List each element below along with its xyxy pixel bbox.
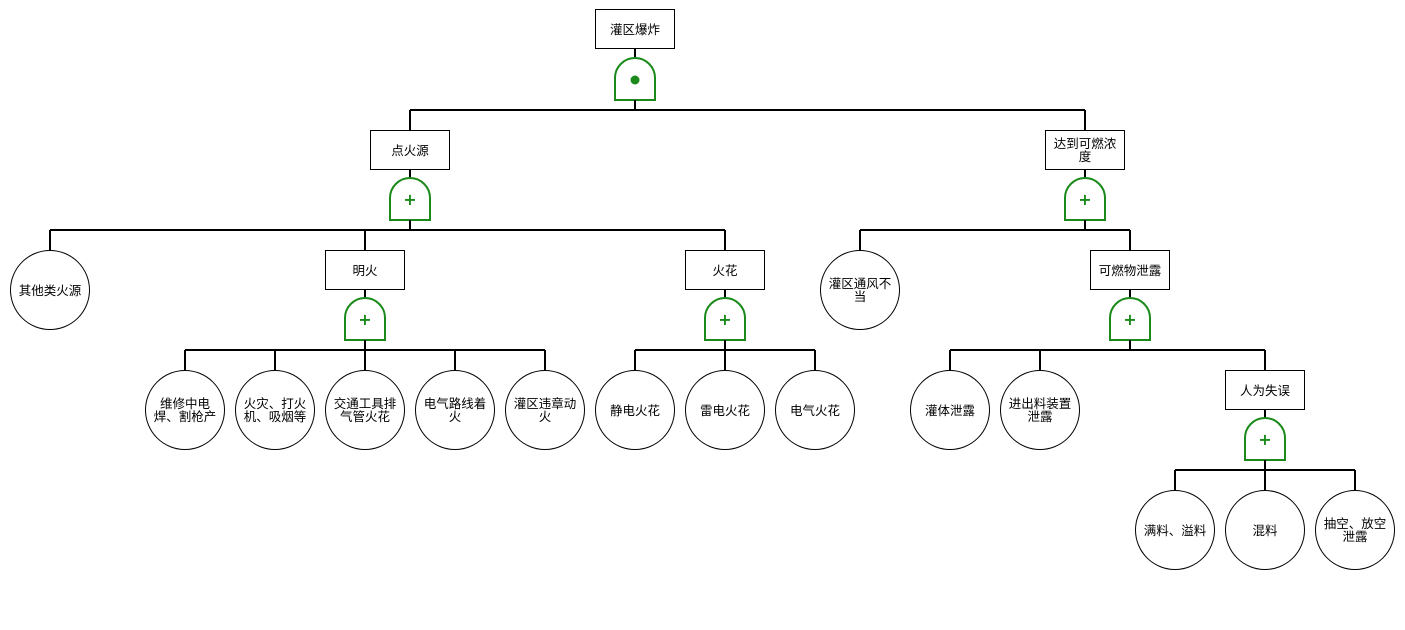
gate-ignition: + — [389, 177, 431, 221]
gate-top — [614, 57, 656, 101]
node-label: 灌区通风不当 — [828, 276, 892, 304]
node-label: 交通工具排气管火花 — [333, 396, 397, 424]
basic-event-inout-leak[interactable]: 进出料装置泄露 — [1000, 370, 1080, 450]
node-label: 人为失误 — [1239, 382, 1290, 398]
node-label: 进出料装置泄露 — [1008, 396, 1072, 424]
node-label: 火灾、打火机、吸烟等 — [243, 396, 307, 424]
gate-leak: + — [1109, 297, 1151, 341]
node-label: 达到可燃浓度 — [1053, 136, 1117, 164]
or-gate-icon — [344, 297, 386, 341]
or-gate-icon — [1064, 177, 1106, 221]
basic-event-mixing[interactable]: 混料 — [1225, 490, 1305, 570]
node-label: 混料 — [1252, 522, 1278, 538]
basic-event-static[interactable]: 静电火花 — [595, 370, 675, 450]
basic-event-overflow[interactable]: 满料、溢料 — [1135, 490, 1215, 570]
or-symbol: + — [1078, 190, 1091, 209]
node-label: 雷电火花 — [699, 402, 750, 418]
event-node-human-error[interactable]: 人为失误 — [1225, 370, 1305, 410]
or-symbol: + — [403, 190, 416, 209]
or-symbol: + — [358, 310, 371, 329]
basic-event-tank-leak[interactable]: 灌体泄露 — [910, 370, 990, 450]
node-label: 灌区爆炸 — [609, 21, 660, 37]
basic-event-welding[interactable]: 维修中电焊、割枪产 — [145, 370, 225, 450]
basic-event-fire-smoking[interactable]: 火灾、打火机、吸烟等 — [235, 370, 315, 450]
event-node-combustible[interactable]: 达到可燃浓度 — [1045, 130, 1125, 170]
basic-event-vehicle[interactable]: 交通工具排气管火花 — [325, 370, 405, 450]
basic-event-other-ignition[interactable]: 其他类火源 — [10, 250, 90, 330]
event-node-ignition[interactable]: 点火源 — [370, 130, 450, 170]
and-symbol — [630, 75, 640, 85]
gate-combustible: + — [1064, 177, 1106, 221]
basic-event-poor-ventilation[interactable]: 灌区通风不当 — [820, 250, 900, 330]
basic-event-vent-leak[interactable]: 抽空、放空泄露 — [1315, 490, 1395, 570]
event-node-open-flame[interactable]: 明火 — [325, 250, 405, 290]
or-symbol: + — [1123, 310, 1136, 329]
node-label: 可燃物泄露 — [1098, 262, 1162, 278]
or-gate-icon — [1244, 417, 1286, 461]
node-label: 电气路线着火 — [423, 396, 487, 424]
basic-event-electric[interactable]: 电气火花 — [775, 370, 855, 450]
gate-spark: + — [704, 297, 746, 341]
node-label: 维修中电焊、割枪产 — [153, 396, 217, 424]
basic-event-violation[interactable]: 灌区违章动火 — [505, 370, 585, 450]
gate-human-error: + — [1244, 417, 1286, 461]
or-gate-icon — [1109, 297, 1151, 341]
gate-open-flame: + — [344, 297, 386, 341]
node-label: 电气火花 — [789, 402, 840, 418]
or-gate-icon — [389, 177, 431, 221]
node-label: 明火 — [352, 262, 378, 278]
node-label: 静电火花 — [609, 402, 660, 418]
top-event-node[interactable]: 灌区爆炸 — [595, 9, 675, 49]
node-label: 其他类火源 — [18, 282, 82, 298]
or-gate-icon — [704, 297, 746, 341]
basic-event-lightning[interactable]: 雷电火花 — [685, 370, 765, 450]
event-node-spark[interactable]: 火花 — [685, 250, 765, 290]
or-symbol: + — [1258, 430, 1271, 449]
node-label: 满料、溢料 — [1143, 522, 1207, 538]
basic-event-circuit[interactable]: 电气路线着火 — [415, 370, 495, 450]
node-label: 灌区违章动火 — [513, 396, 577, 424]
event-node-leak[interactable]: 可燃物泄露 — [1090, 250, 1170, 290]
node-label: 抽空、放空泄露 — [1323, 516, 1387, 544]
or-symbol: + — [718, 310, 731, 329]
node-label: 灌体泄露 — [924, 402, 975, 418]
node-label: 点火源 — [391, 142, 429, 158]
node-label: 火花 — [712, 262, 738, 278]
